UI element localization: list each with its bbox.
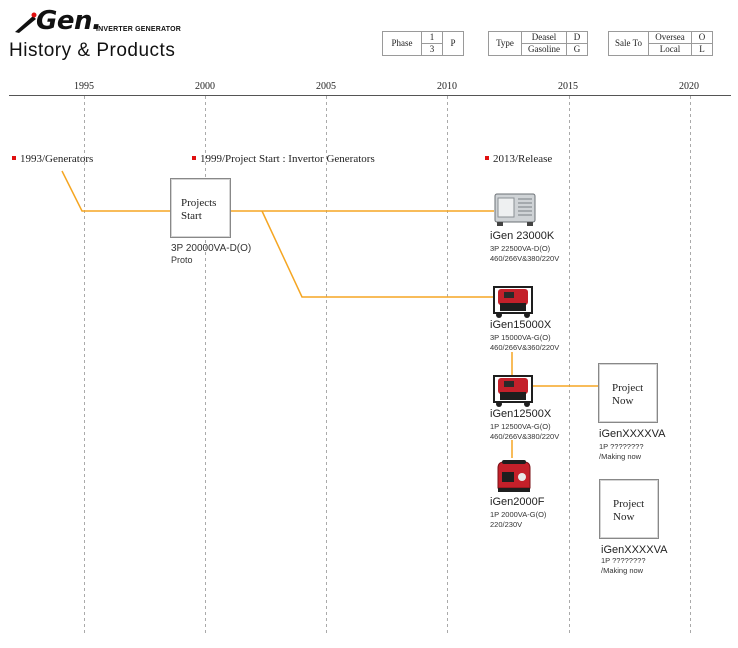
igen23000k-name: iGen 23000K <box>490 230 555 242</box>
phase-legend-code: 3 <box>421 43 443 56</box>
igenxxxxva-name: iGenXXXXVA <box>601 544 668 556</box>
igen12500x-name: iGen12500X <box>490 408 552 420</box>
igen15000x-spec: 3P 15000VA-G(O) <box>490 333 551 342</box>
sale-legend: Sale To Oversea O Local L <box>608 31 713 56</box>
igenxxxxva-spec: 1P ???????? <box>601 556 646 565</box>
igenxxxxva-status: /Making now <box>601 566 644 575</box>
year-label: 2000 <box>195 81 215 92</box>
logo-wordmark: Gen. <box>36 6 102 36</box>
page-title: History & Products <box>9 40 176 61</box>
timeline-axis <box>9 95 731 96</box>
igenxxxxva-name: iGenXXXXVA <box>599 428 666 440</box>
logo-slash-icon <box>15 12 37 33</box>
open-frame-generator-icon <box>493 286 533 318</box>
phase-legend-label: Phase <box>382 31 422 56</box>
igenxxxxva-spec: 1P ???????? <box>599 442 644 451</box>
connector-start-to-15000x <box>261 210 494 298</box>
igen15000x-name: iGen15000X <box>490 319 552 331</box>
phase-legend: Phase 1 P 3 <box>382 31 464 56</box>
projects-start-box: Projects Start <box>170 178 231 238</box>
igen23000k-spec: 3P 22500VA-D(O) <box>490 244 551 253</box>
proto-label: Proto <box>171 255 193 265</box>
type-legend-name: Gasoline <box>521 43 567 56</box>
event-2013: 2013/Release <box>485 153 552 165</box>
year-label: 2010 <box>437 81 457 92</box>
event-1993: 1993/Generators <box>12 153 93 165</box>
event-marker-icon <box>485 156 489 161</box>
igen15000x-voltage: 460/266V&360/220V <box>490 343 560 352</box>
connector-1993-to-start <box>61 170 170 212</box>
igen12500x-voltage: 460/266V&380/220V <box>490 432 560 441</box>
event-marker-icon <box>192 156 196 161</box>
logo-subtitle: INVERTER GENERATOR <box>96 26 182 33</box>
phase-legend-value: P <box>442 31 464 56</box>
type-legend-code: G <box>566 43 588 56</box>
igen12500x-spec: 1P 12500VA-G(O) <box>490 422 551 431</box>
year-label: 2020 <box>679 81 699 92</box>
igen2000f-spec: 1P 2000VA-G(O) <box>490 510 547 519</box>
type-legend: Type Deasel D Gasoline G <box>488 31 588 56</box>
portable-inverter-icon <box>497 460 531 492</box>
event-1999: 1999/Project Start : Invertor Generators <box>192 153 375 165</box>
proto-model: 3P 20000VA-D(O) <box>171 243 252 254</box>
open-frame-generator-icon <box>493 375 533 407</box>
year-label: 2005 <box>316 81 336 92</box>
project-now-box: Project Now <box>599 479 659 539</box>
igen2000f-voltage: 220/230V <box>490 520 523 529</box>
event-marker-icon <box>12 156 16 161</box>
igenxxxxva-status: /Making now <box>599 452 642 461</box>
project-now-box: Project Now <box>598 363 658 423</box>
year-label: 1995 <box>74 81 94 92</box>
year-label: 2015 <box>558 81 578 92</box>
sale-legend-code: L <box>690 43 713 56</box>
igen23000k-voltage: 460/266V&380/220V <box>490 254 560 263</box>
igen2000f-name: iGen2000F <box>490 496 545 508</box>
silent-generator-icon <box>494 193 536 226</box>
